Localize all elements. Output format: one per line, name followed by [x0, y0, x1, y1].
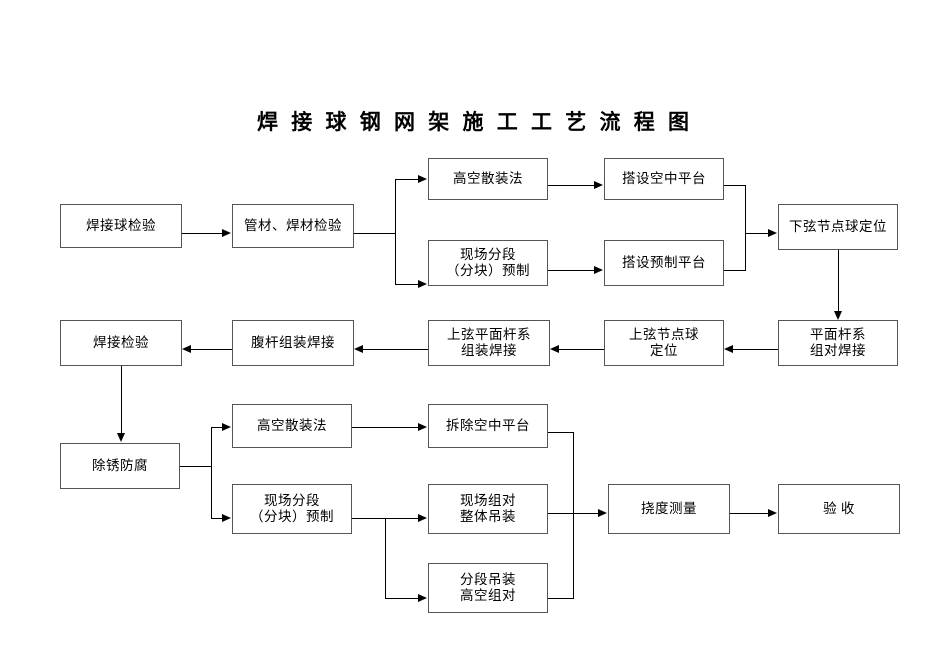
node-label: 高空散装法 [453, 170, 523, 186]
node-label: 焊接检验 [93, 334, 149, 350]
node-acceptance: 验 收 [778, 484, 900, 534]
node-label: 高空散装法 [257, 417, 327, 433]
connector-line [395, 179, 423, 180]
connector-line [548, 513, 603, 514]
node-label: 现场分段 （分块）预制 [446, 246, 530, 278]
connector-line [548, 185, 599, 186]
connector-arrow [222, 514, 231, 522]
node-segment-hoist-high-assembly: 分段吊装 高空组对 [428, 563, 548, 613]
node-label: 搭设预制平台 [622, 254, 706, 270]
connector-line [548, 598, 574, 599]
node-label: 上弦平面杆系 组装焊接 [447, 326, 531, 358]
connector-line [211, 427, 212, 518]
node-label: 焊接球检验 [86, 217, 156, 233]
node-lower-chord-node-ball: 下弦节点球定位 [778, 204, 898, 250]
connector-arrow [418, 594, 427, 602]
connector-arrow [550, 345, 559, 353]
connector-line [730, 513, 773, 514]
node-upper-chord-node-ball: 上弦节点球 定位 [604, 320, 724, 366]
node-derust-anticorrosion: 除锈防腐 [60, 443, 180, 489]
connector-line [573, 432, 574, 599]
node-label: 现场分段 （分块）预制 [250, 492, 334, 524]
connector-arrow [222, 229, 231, 237]
connector-line [180, 466, 211, 467]
node-pipe-weld-material-inspect: 管材、焊材检验 [232, 204, 354, 248]
connector-arrow [594, 266, 603, 274]
connector-arrow [724, 345, 733, 353]
connector-line [121, 366, 122, 434]
connector-arrow [598, 509, 607, 517]
connector-line [733, 349, 778, 350]
node-label: 上弦节点球 定位 [629, 326, 699, 358]
connector-line [745, 233, 773, 234]
connector-arrow [418, 423, 427, 431]
connector-line [724, 185, 746, 186]
node-label: 下弦节点球定位 [789, 218, 887, 234]
node-deflection-measurement: 挠度测量 [608, 484, 730, 534]
connector-arrow [182, 345, 191, 353]
node-label: 挠度测量 [641, 500, 697, 516]
connector-arrow [418, 280, 427, 288]
connector-arrow [117, 433, 125, 442]
node-erect-air-platform: 搭设空中平台 [604, 158, 724, 200]
connector-line [559, 349, 604, 350]
connector-arrow [418, 514, 427, 522]
connector-line [838, 250, 839, 312]
node-web-bar-assembly-weld: 腹杆组装焊接 [232, 320, 354, 366]
page-title: 焊 接 球 钢 网 架 施 工 工 艺 流 程 图 [257, 110, 693, 134]
connector-line [395, 179, 396, 284]
connector-line [191, 349, 232, 350]
node-planar-bar-assembly-weld: 平面杆系 组对焊接 [778, 320, 898, 366]
node-remove-air-platform: 拆除空中平台 [428, 404, 548, 448]
connector-line [354, 233, 395, 234]
node-high-altitude-bulk-2: 高空散装法 [232, 404, 352, 448]
node-weld-inspection: 焊接检验 [60, 320, 182, 366]
node-high-altitude-bulk-1: 高空散装法 [428, 158, 548, 200]
connector-arrow [834, 311, 842, 320]
node-upper-chord-planar-bar: 上弦平面杆系 组装焊接 [428, 320, 550, 366]
connector-line [385, 518, 386, 598]
connector-line [352, 427, 419, 428]
connector-arrow [418, 175, 427, 183]
node-label: 除锈防腐 [92, 457, 148, 473]
node-site-assembly-whole-hoist: 现场组对 整体吊装 [428, 484, 548, 534]
connector-line [395, 284, 423, 285]
connector-line [363, 349, 428, 350]
connector-line [182, 233, 223, 234]
connector-line [211, 518, 223, 519]
node-erect-prefab-platform: 搭设预制平台 [604, 240, 724, 286]
connector-line [548, 270, 599, 271]
node-label: 腹杆组装焊接 [251, 334, 335, 350]
connector-line [724, 270, 746, 271]
connector-line [745, 185, 746, 271]
connector-line [385, 598, 419, 599]
connector-arrow [222, 423, 231, 431]
node-site-segment-prefab-2: 现场分段 （分块）预制 [232, 484, 352, 534]
node-label: 分段吊装 高空组对 [460, 571, 516, 603]
node-label: 验 收 [823, 500, 855, 516]
node-weld-ball-inspect: 焊接球检验 [60, 204, 182, 248]
node-label: 管材、焊材检验 [244, 217, 342, 233]
node-label: 拆除空中平台 [446, 417, 530, 433]
connector-line [211, 427, 223, 428]
node-label: 平面杆系 组对焊接 [810, 326, 866, 358]
connector-arrow [768, 509, 777, 517]
connector-line [548, 432, 574, 433]
connector-arrow [768, 229, 777, 237]
node-label: 现场组对 整体吊装 [460, 492, 516, 524]
connector-arrow [594, 181, 603, 189]
node-label: 搭设空中平台 [622, 170, 706, 186]
connector-arrow [354, 345, 363, 353]
node-site-segment-prefab-1: 现场分段 （分块）预制 [428, 240, 548, 286]
